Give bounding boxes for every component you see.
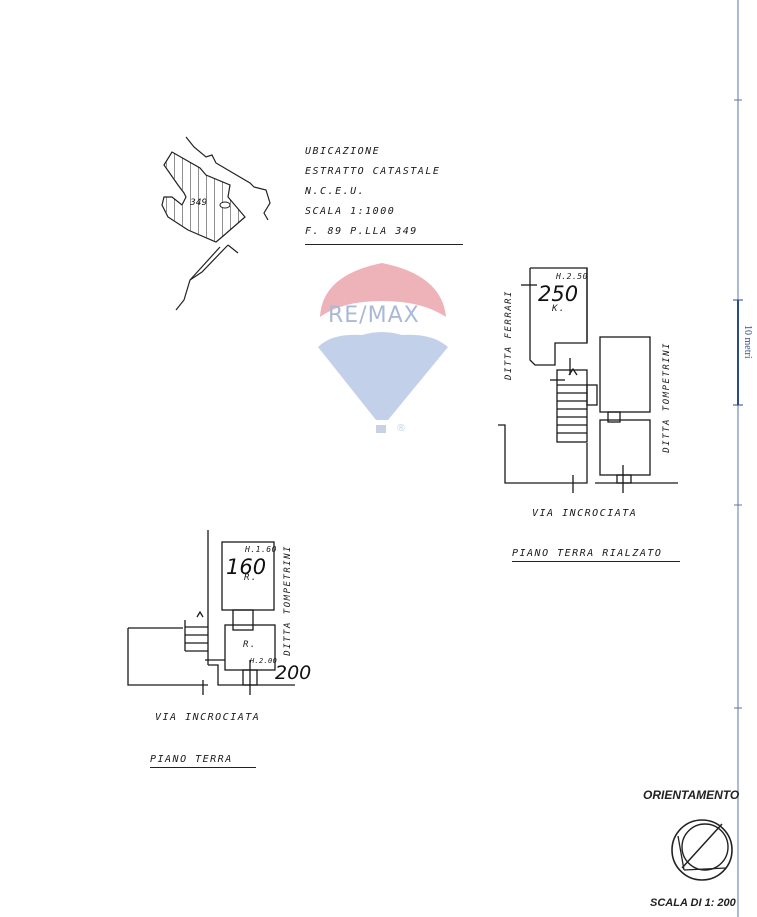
remax-watermark: RE/MAX ® — [312, 255, 452, 440]
cadastral-info-block: UBICAZIONE ESTRATTO CATASTALE N.C.E.U. S… — [305, 146, 463, 245]
upper-room-label: K. — [552, 304, 566, 314]
lower-plan-title: PIANO TERRA — [150, 754, 256, 768]
lower-top-room-label: R. — [244, 573, 258, 583]
lower-street-label: VIA INCROCIATA — [155, 712, 261, 723]
upper-plan-title: PIANO TERRA RIALZATO — [512, 548, 680, 562]
sheet-parcel-label: F. 89 P.LLA 349 — [305, 226, 463, 245]
orientation-label: ORIENTAMENTO — [643, 788, 740, 802]
lower-right-neighbor-label: DITTA TOMPETRINI — [283, 545, 293, 656]
registered-mark: ® — [396, 423, 406, 434]
scale-ruler — [733, 0, 743, 917]
location-label: UBICAZIONE — [305, 146, 381, 157]
registry-label: N.C.E.U. — [305, 186, 366, 197]
floor-plan-lower — [127, 530, 295, 695]
left-neighbor-label: DITTA FERRARI — [504, 290, 514, 380]
lower-top-area-value: 160 — [226, 555, 267, 579]
compass-icon — [671, 819, 733, 881]
scale-label: SCALA DI 1: 200 — [650, 897, 736, 909]
lower-bottom-room-label: R. — [243, 640, 257, 650]
ruler-label: 10 metri — [742, 325, 753, 359]
upper-height-label: H.2.50 — [556, 272, 588, 281]
lower-top-height-label: H.1.60 — [245, 545, 277, 554]
lower-bottom-area-value: 200 — [275, 662, 312, 684]
site-scale-label: SCALA 1:1000 — [305, 206, 396, 217]
lower-bottom-height-label: H.2.00 — [250, 657, 278, 665]
extract-label: ESTRATTO CATASTALE — [305, 166, 441, 177]
upper-street-label: VIA INCROCIATA — [532, 508, 638, 519]
upper-area-value: 250 — [538, 282, 579, 306]
remax-brand-text: RE/MAX — [328, 303, 420, 328]
upper-right-neighbor-label: DITTA TOMPETRINI — [662, 342, 672, 453]
floor-plan-upper — [498, 267, 678, 493]
balloon-logo-icon — [318, 263, 448, 433]
parcel-number: 349 — [190, 198, 208, 208]
cadastral-site-map — [161, 136, 271, 311]
